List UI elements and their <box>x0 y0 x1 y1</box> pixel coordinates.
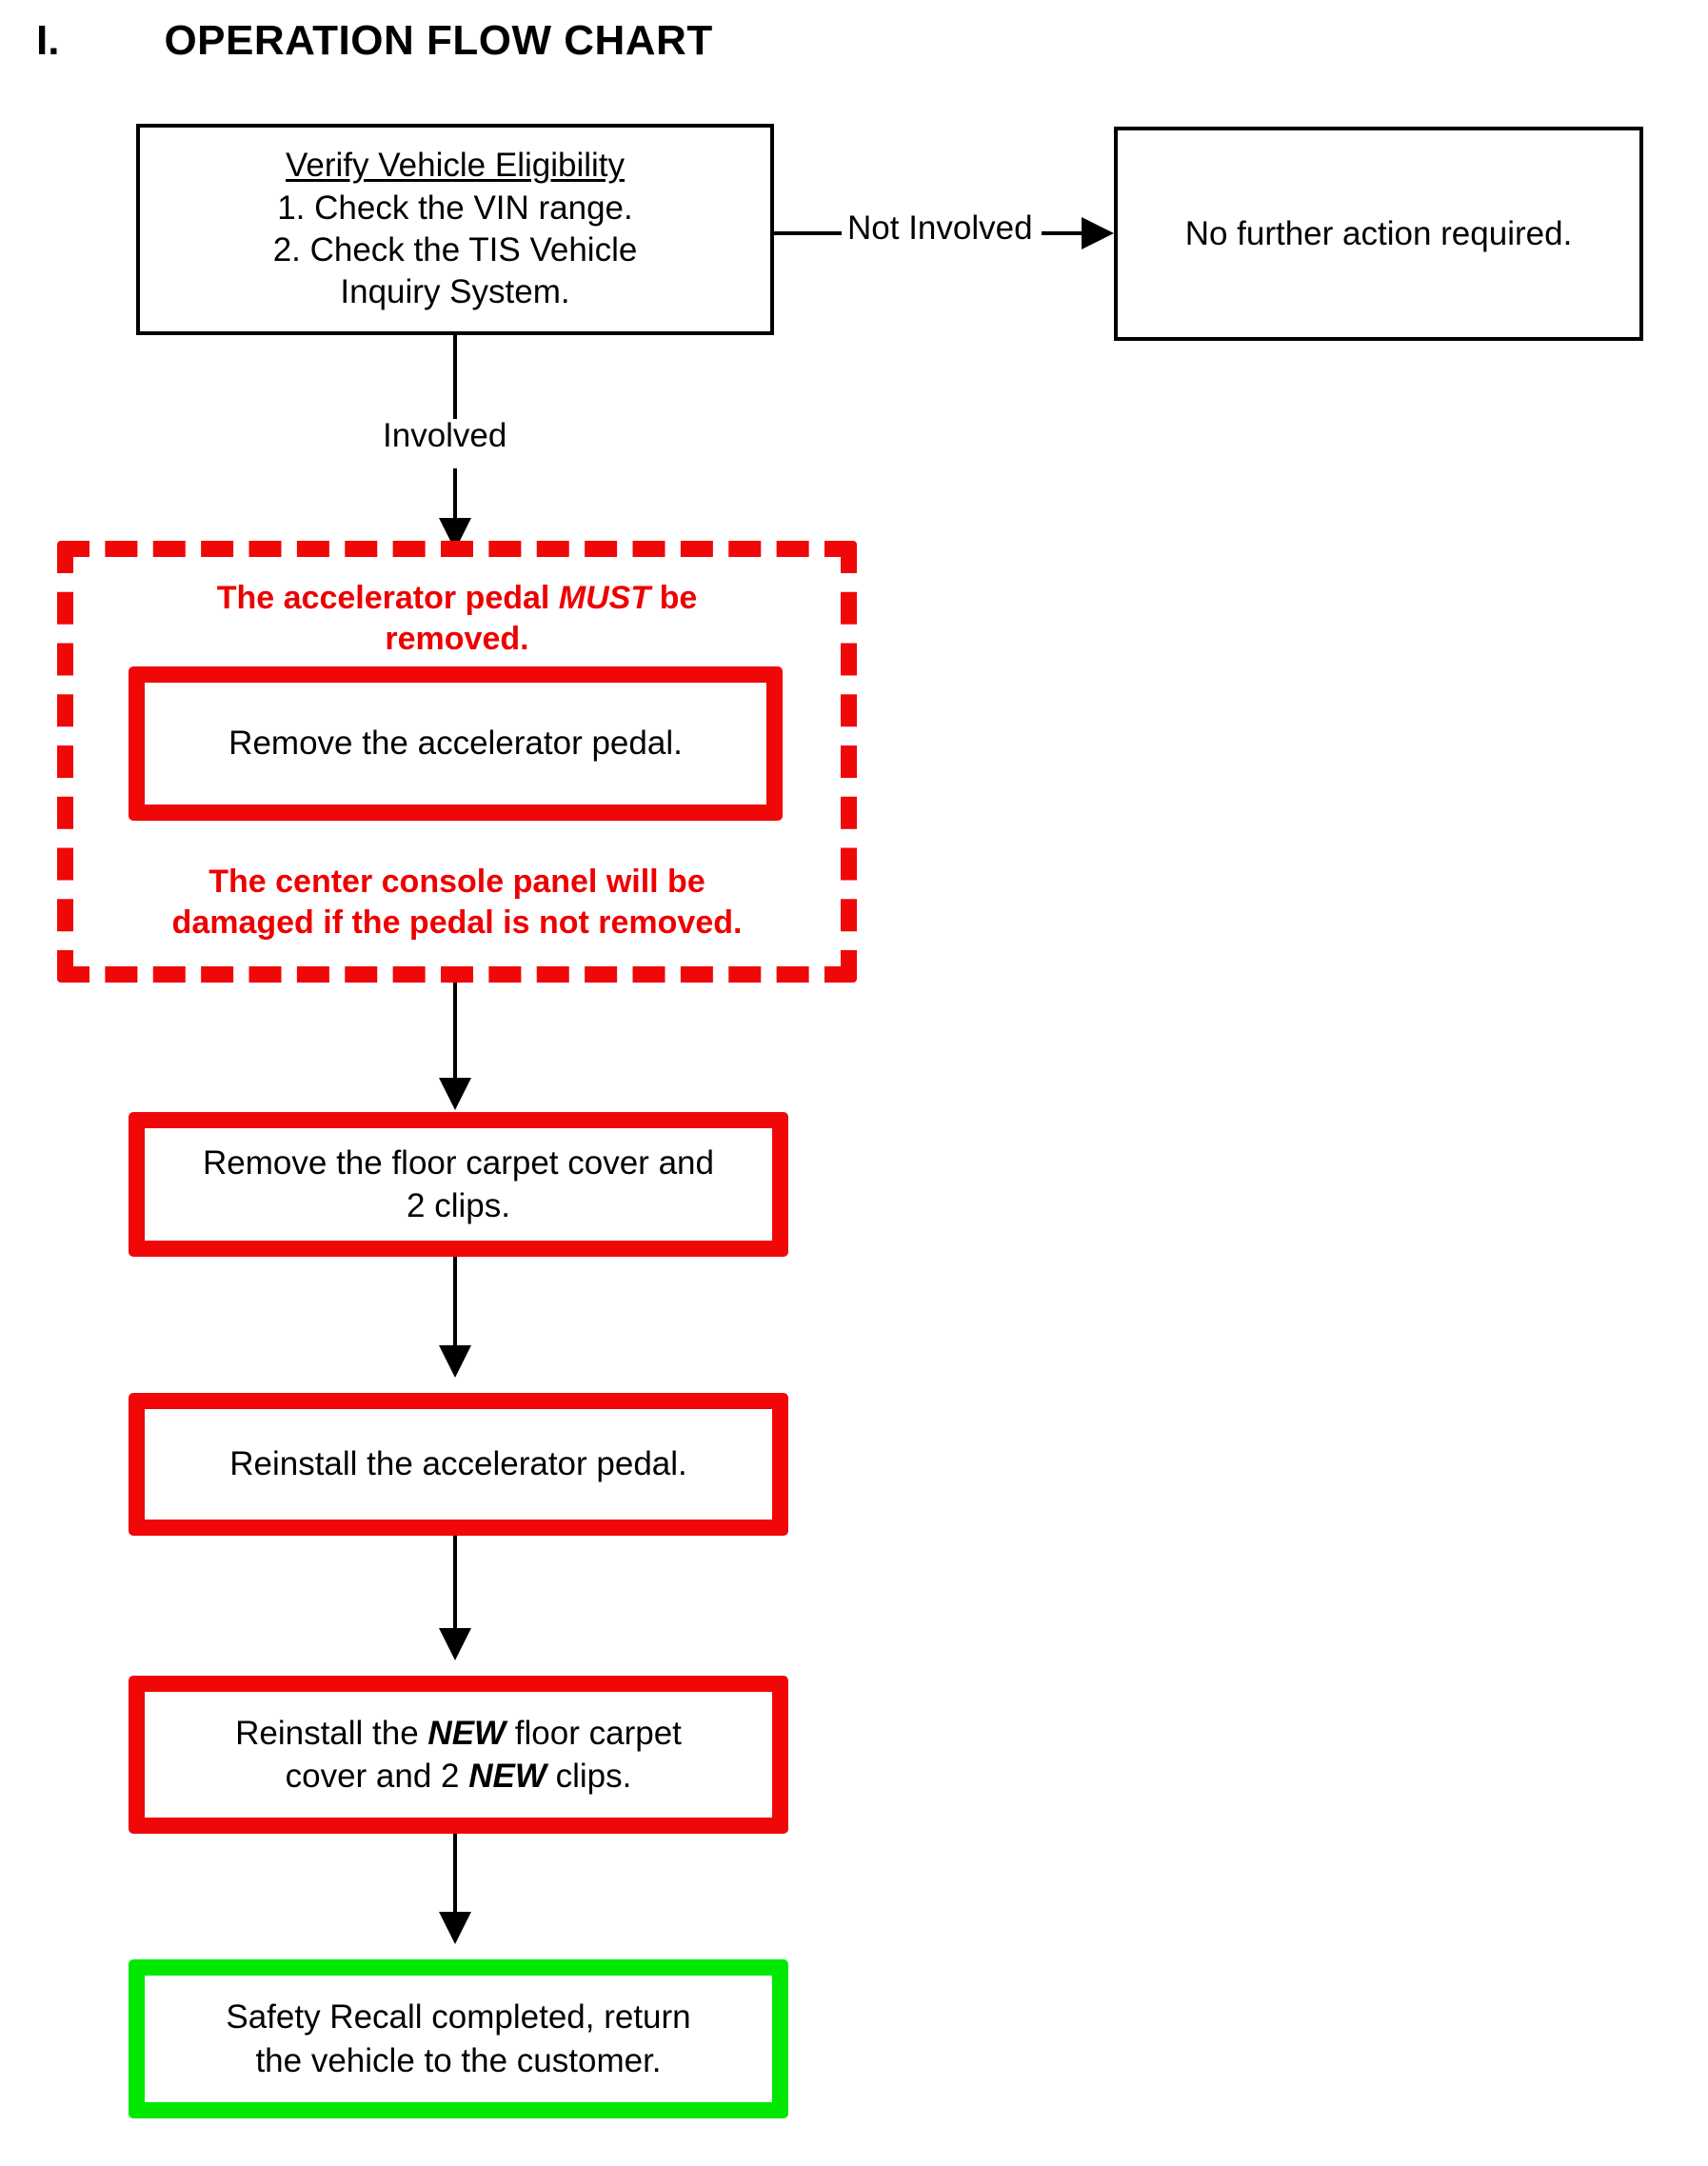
node-verify-eligibility-text: Verify Vehicle Eligibility 1. Check the … <box>140 145 770 314</box>
warning-top-seg-3: removed. <box>385 620 529 657</box>
edge-carpet-to-complete-line <box>453 1834 457 1912</box>
reinstall-carpet-seg-2: floor carpet <box>506 1714 682 1752</box>
edge-reinstall-pedal-to-carpet-line <box>453 1536 457 1628</box>
reinstall-carpet-emphasis-2: NEW <box>468 1758 546 1795</box>
edge-involved-line-top <box>453 335 457 419</box>
edge-carpet-to-reinstall-pedal-line <box>453 1257 457 1345</box>
node-remove-carpet-text: Remove the floor carpet cover and 2 clip… <box>145 1142 772 1228</box>
node-reinstall-accelerator-pedal: Reinstall the accelerator pedal. <box>129 1393 788 1536</box>
warning-top-emphasis: MUST <box>558 580 651 616</box>
node-reinstall-new-floor-carpet-cover: Reinstall the NEW floor carpet cover and… <box>129 1676 788 1834</box>
arrowhead-right-icon <box>1082 217 1114 249</box>
arrowhead-down-icon-complete <box>439 1912 471 1944</box>
warning-top-text: The accelerator pedal MUST be removed. <box>73 578 841 660</box>
eligibility-heading: Verify Vehicle Eligibility <box>286 147 625 185</box>
reinstall-carpet-seg-3: cover and 2 <box>285 1758 469 1795</box>
arrowhead-down-icon-reinstall-pedal <box>439 1345 471 1378</box>
node-safety-recall-completed: Safety Recall completed, return the vehi… <box>129 1959 788 2118</box>
arrowhead-down-icon-carpet <box>439 1078 471 1110</box>
warning-bottom-seg-2: damaged if the pedal is not removed. <box>171 904 743 941</box>
reinstall-carpet-emphasis-1: NEW <box>427 1714 506 1752</box>
complete-line-1: Safety Recall completed, return <box>226 1998 691 2036</box>
node-reinstall-pedal-text: Reinstall the accelerator pedal. <box>229 1445 687 1483</box>
warning-bottom-text: The center console panel will be damaged… <box>73 862 841 944</box>
node-remove-pedal-text: Remove the accelerator pedal. <box>228 725 683 763</box>
edge-label-not-involved: Not Involved <box>842 211 1039 245</box>
node-verify-vehicle-eligibility: Verify Vehicle Eligibility 1. Check the … <box>136 124 774 335</box>
node-no-action-text: No further action required. <box>1184 214 1573 252</box>
complete-line-2: the vehicle to the customer. <box>255 2041 662 2079</box>
edge-label-involved: Involved <box>377 419 513 452</box>
node-remove-floor-carpet-cover: Remove the floor carpet cover and 2 clip… <box>129 1112 788 1257</box>
arrowhead-down-icon-reinstall-carpet <box>439 1628 471 1660</box>
warning-bottom-seg-1: The center console panel will be <box>209 864 705 900</box>
node-no-further-action: No further action required. <box>1114 127 1643 341</box>
eligibility-line-1: 1. Check the VIN range. <box>277 189 633 227</box>
edge-not-involved-line-right <box>1042 231 1085 235</box>
node-remove-accelerator-pedal: Remove the accelerator pedal. <box>129 666 783 821</box>
node-complete-text: Safety Recall completed, return the vehi… <box>145 1996 772 2082</box>
eligibility-line-3: Inquiry System. <box>340 273 570 311</box>
edge-involved-line-bottom <box>453 468 457 518</box>
page-title: I. OPERATION FLOW CHART <box>36 8 988 74</box>
remove-carpet-line-1: Remove the floor carpet cover and <box>203 1143 714 1182</box>
remove-carpet-line-2: 2 clips. <box>407 1187 510 1224</box>
warning-top-seg-2: be <box>650 580 698 616</box>
reinstall-carpet-seg-4: clips. <box>546 1758 632 1795</box>
warning-top-seg-1: The accelerator pedal <box>216 580 559 616</box>
edge-warning-to-carpet-line <box>453 983 457 1078</box>
title-text: OPERATION FLOW CHART <box>164 17 713 64</box>
edge-not-involved-line-left <box>774 231 845 235</box>
node-reinstall-carpet-text: Reinstall the NEW floor carpet cover and… <box>145 1712 772 1798</box>
eligibility-line-2: 2. Check the TIS Vehicle <box>272 231 638 268</box>
title-numeral: I. <box>36 17 60 64</box>
reinstall-carpet-seg-1: Reinstall the <box>235 1714 428 1752</box>
